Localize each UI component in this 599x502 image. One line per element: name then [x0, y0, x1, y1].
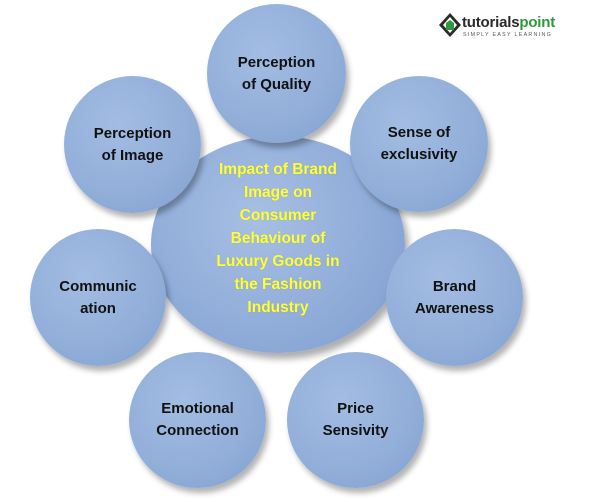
node-line: Communic — [59, 277, 137, 295]
node-line: Awareness — [415, 299, 494, 317]
node-label: Price Sensivity — [323, 398, 389, 442]
node-label: Emotional Connection — [156, 398, 239, 442]
node-line: of Quality — [241, 75, 312, 93]
node-perception-of-quality: Perception of Quality — [207, 4, 346, 143]
node-label: Perception of Quality — [238, 52, 316, 96]
node-line: Price — [337, 400, 374, 417]
node-line: Connection — [156, 422, 239, 439]
node-line: Perception — [237, 53, 316, 71]
node-line: Emotional — [161, 400, 234, 417]
center-line: Luxury Goods in — [216, 253, 340, 270]
logo-tagline: SIMPLY EASY LEARNING — [463, 32, 552, 38]
center-line: Behaviour of — [230, 230, 326, 247]
node-emotional-connection: Emotional Connection — [129, 352, 266, 488]
node-communication: Communic ation — [30, 229, 166, 366]
logo-brand-prefix: tutorials — [462, 14, 520, 31]
tutorialspoint-logo: tutorialspoint SIMPLY EASY LEARNING — [438, 8, 588, 48]
logo-diamond-icon — [439, 13, 461, 37]
center-line: the Fashion — [234, 276, 322, 293]
node-line: Sense of — [387, 124, 451, 141]
node-line: of Image — [101, 146, 164, 164]
node-sense-of-exclusivity: Sense of exclusivity — [350, 76, 488, 212]
logo-wordmark: tutorialspoint — [462, 14, 555, 31]
node-line: Perception — [93, 124, 172, 142]
node-label: Perception of Image — [94, 123, 172, 167]
logo-brand-suffix: point — [519, 14, 556, 31]
node-perception-of-image: Perception of Image — [64, 76, 201, 213]
node-price-sensivity: Price Sensivity — [287, 352, 424, 488]
node-line: Brand — [432, 277, 477, 295]
node-line: ation — [80, 299, 116, 317]
node-label: Brand Awareness — [415, 276, 494, 320]
node-brand-awareness: Brand Awareness — [386, 229, 523, 366]
node-line: exclusivity — [380, 146, 458, 163]
center-line: Industry — [247, 299, 309, 316]
center-line: Impact of Brand — [219, 161, 337, 178]
node-label: Communic ation — [59, 276, 137, 320]
center-line: Image on — [243, 184, 313, 201]
center-line: Consumer — [239, 207, 317, 224]
node-line: Sensivity — [322, 422, 389, 439]
node-label: Sense of exclusivity — [381, 122, 458, 166]
center-topic-label: Impact of Brand Image on Consumer Behavi… — [193, 158, 363, 319]
